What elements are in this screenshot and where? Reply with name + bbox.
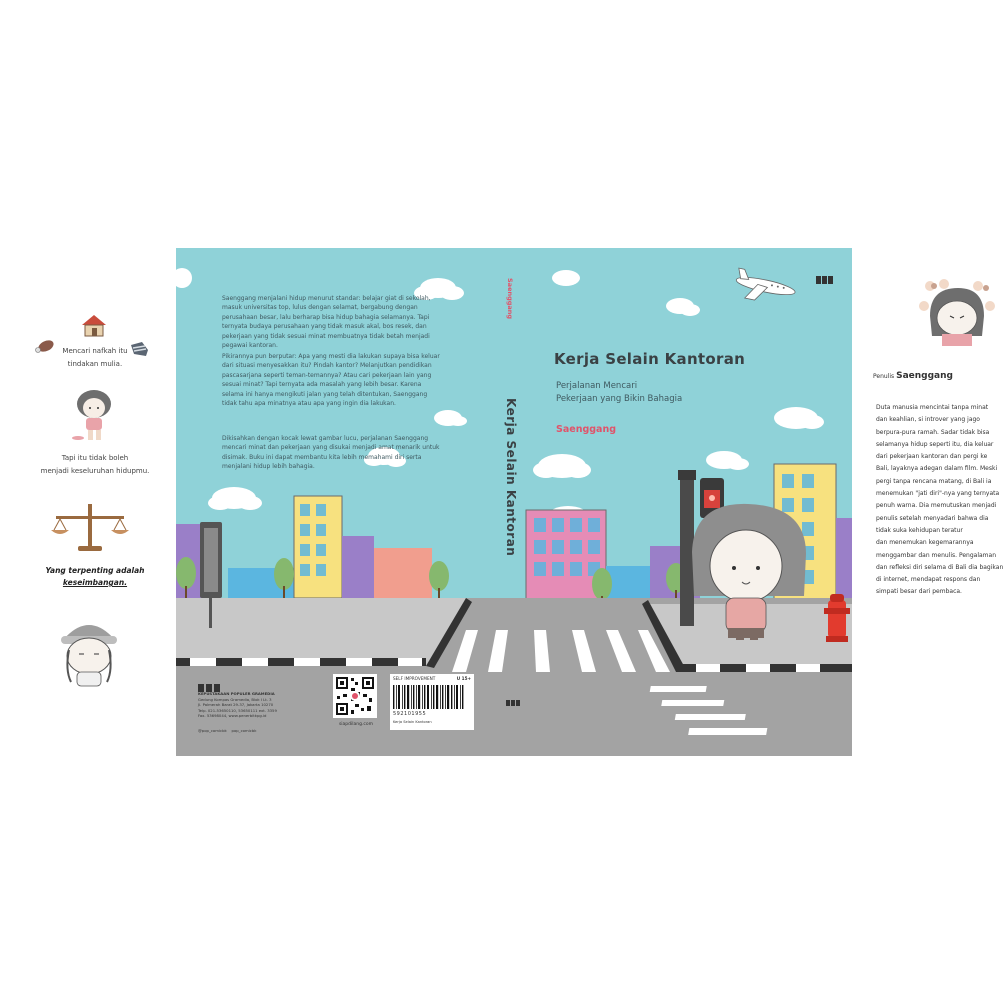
sock-icon — [131, 342, 148, 356]
front-subtitle-2: Pekerjaan yang Bikin Bahagia — [556, 394, 683, 404]
spine-publisher-logo-icon — [506, 692, 520, 711]
flap-caption-4: menjadi keseluruhan hidupmu. — [40, 467, 150, 475]
flap-caption-3: Tapi itu tidak boleh — [61, 454, 129, 462]
book-cover: Saenggang menjalani hidup menurut standa… — [176, 248, 852, 756]
author-label: Penulis — [873, 373, 895, 380]
scale-icon — [51, 504, 129, 551]
author-bio: Duta manusia mencintai tanpa minat dan k… — [876, 404, 1004, 596]
publisher-social: @pop_comicbk pop_comicbk — [198, 728, 308, 734]
back-blurb-3: Dikisahkan dengan kocak lewat gambar luc… — [222, 435, 440, 471]
front-author: Saenggang — [556, 424, 617, 435]
spine-author: Saenggang — [506, 278, 514, 320]
barcode-icon — [393, 685, 464, 709]
sidewalk-left — [176, 598, 466, 666]
social-handle-1: @pop_comicbk — [198, 728, 227, 733]
building-purple-left2 — [342, 536, 374, 598]
house-icon — [82, 315, 106, 337]
girl-character — [692, 503, 806, 640]
qr-code-icon — [333, 674, 377, 718]
qr-label: siapdilang.com — [338, 722, 374, 727]
author-portrait — [919, 279, 995, 346]
flap-caption-1: Mencari nafkah itu — [62, 347, 128, 355]
author-heading: Penulis Saenggang — [873, 371, 953, 381]
beanie-girl-illustration — [61, 625, 117, 687]
social-handle-2: pop_comicbk — [231, 728, 257, 733]
airplane-icon — [735, 267, 796, 301]
age-label: U 15+ — [456, 676, 471, 681]
front-title: Kerja Selain Kantoran — [554, 350, 746, 368]
spine-title: Kerja Selain Kantoran — [504, 398, 518, 557]
traffic-light-icon — [678, 470, 724, 626]
meat-icon — [35, 340, 54, 353]
barcode-box: SELF IMPROVEMENT U 15+ 592101955 Kerja S… — [390, 674, 474, 730]
front-publisher-logo-icon — [816, 270, 834, 289]
back-blurb-2: Pikirannya pun berputar: Apa yang mesti … — [222, 353, 440, 408]
building-orange-left — [374, 548, 432, 598]
back-blurb-1: Saenggang menjalani hidup menurut standa… — [222, 295, 431, 350]
publisher-logo-icon — [198, 678, 220, 697]
crosswalk — [452, 630, 768, 735]
category-label: SELF IMPROVEMENT — [393, 676, 436, 681]
publisher-info: KEPUSTAKAAN POPULER GRAMEDIA Gedung Komp… — [198, 691, 277, 718]
sign-post — [200, 522, 222, 628]
fire-hydrant-icon — [824, 594, 850, 642]
flap-caption-5: Yang terpenting adalah — [45, 566, 145, 575]
author-name: Saenggang — [896, 371, 953, 381]
front-subtitle-1: Perjalanan Mencari — [556, 381, 638, 391]
flap-caption-6: keseimbangan. — [62, 578, 128, 587]
cover-illustration — [176, 267, 852, 756]
barcode-caption: Kerja Selain Kantoran — [393, 720, 432, 724]
isbn-number: 592101955 — [393, 711, 427, 717]
flap-caption-2: tindakan mulia. — [67, 360, 123, 368]
girl-illustration — [72, 390, 111, 440]
